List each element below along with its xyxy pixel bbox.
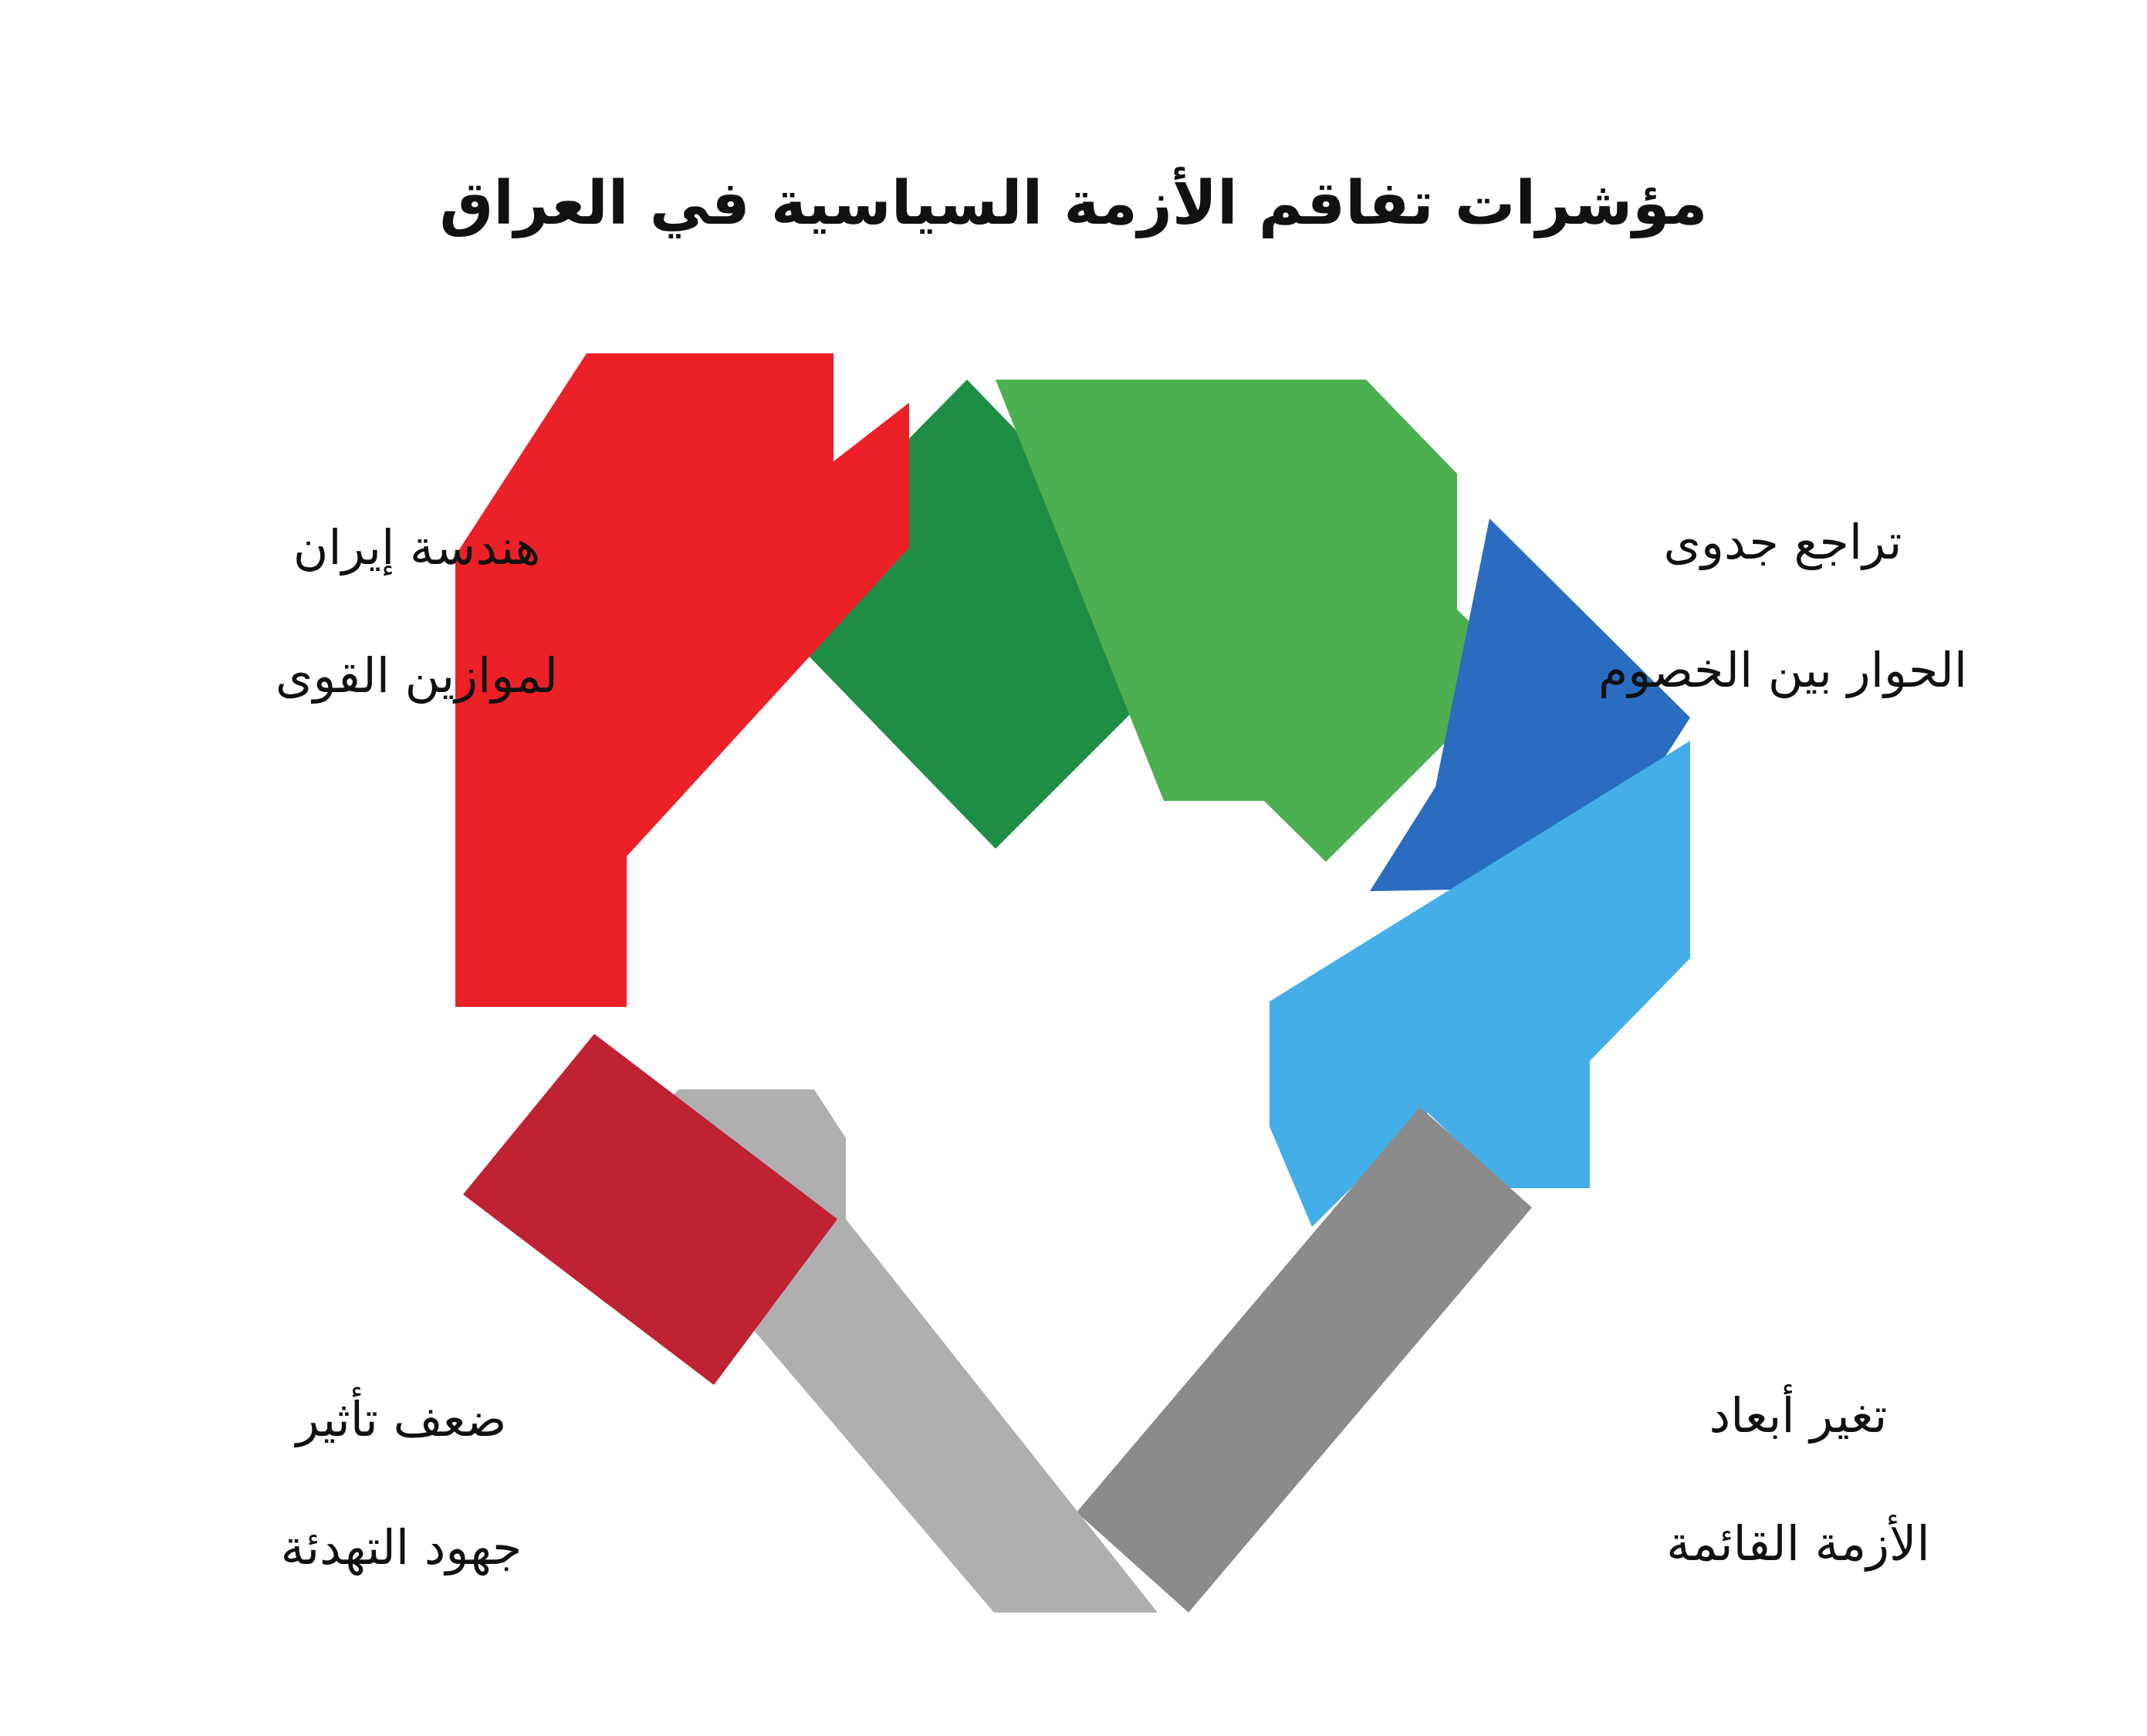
label-top-right-line1: تراجع جدوى bbox=[1663, 514, 1902, 571]
label-top-right-line2: الحوار بين الخصوم bbox=[1598, 642, 1968, 699]
arrow-gray-fold bbox=[1077, 1107, 1532, 1613]
arrow-red-body bbox=[455, 353, 909, 1007]
label-bottom-left-line2: جهود التهدئة bbox=[280, 1519, 522, 1576]
arrow-green-body bbox=[996, 380, 1519, 862]
label-top-left-line1: هندسة إيران bbox=[292, 519, 541, 576]
page-title: مؤشرات تفاقم الأزمة السياسية في العراق bbox=[439, 169, 1708, 239]
label-bottom-left: ضعف تأثير جهود التهدئة bbox=[166, 1323, 637, 1579]
label-bottom-right: تغير أبعاد الأزمة القائمة bbox=[1559, 1319, 2037, 1576]
label-bottom-right-line1: تغير أبعاد bbox=[1709, 1387, 1888, 1444]
arrow-blue-body bbox=[1270, 741, 1690, 1227]
label-bottom-left-line1: ضعف تأثير bbox=[296, 1391, 507, 1448]
cycle-diagram: تراجع جدوى الحوار بين الخصوم هندسة إيران… bbox=[0, 309, 2147, 1697]
label-top-right: تراجع جدوى الحوار بين الخصوم bbox=[1528, 446, 2037, 702]
cycle-arrow-svg bbox=[455, 353, 1690, 1613]
label-top-left: هندسة إيران لموازين القوى bbox=[178, 451, 656, 708]
arrow-red-fold bbox=[463, 1034, 837, 1385]
label-bottom-right-line2: الأزمة القائمة bbox=[1666, 1515, 1930, 1572]
label-top-left-line2: لموازين القوى bbox=[275, 647, 559, 704]
